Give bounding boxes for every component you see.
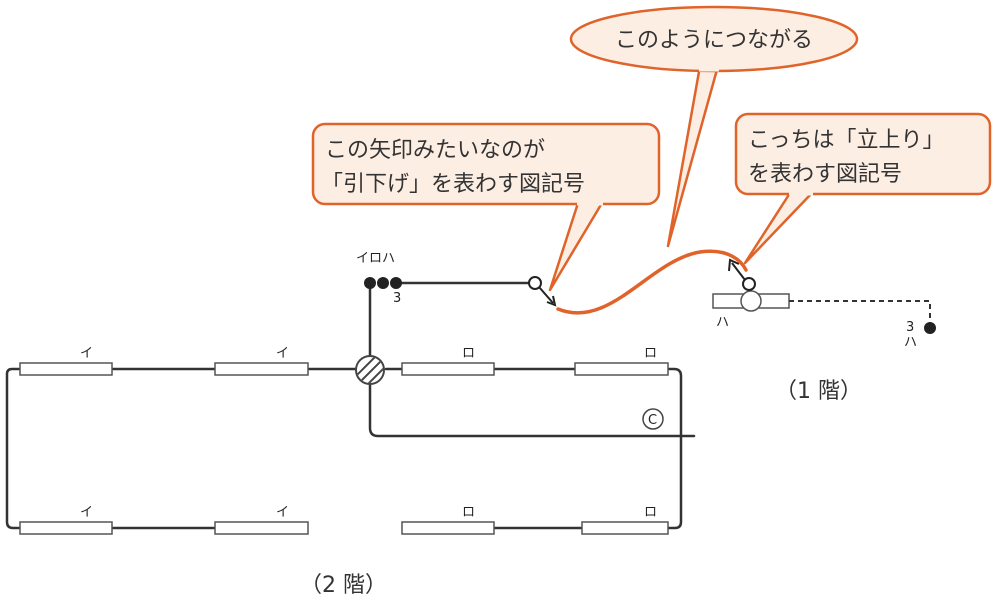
fixture-label-ro: ロ <box>644 346 657 361</box>
fixture-label-ro: ロ <box>644 505 657 520</box>
wire-left-loop <box>5 367 22 530</box>
fixture-label-ro: ロ <box>462 346 475 361</box>
wire-1f-dashed <box>789 300 931 325</box>
fixture-label-i: イ <box>276 346 289 361</box>
light-fixture <box>574 362 669 376</box>
fixture-label-ha: ハ <box>716 315 729 330</box>
callout-connect-text: このようにつながる <box>615 28 813 53</box>
ceiling-light-icon <box>740 290 762 312</box>
switch-icon <box>364 277 376 289</box>
fixture-label-i: イ <box>80 346 93 361</box>
connection-curve <box>556 249 748 315</box>
outlet-c-icon: C <box>642 408 664 430</box>
light-fixture <box>214 521 309 535</box>
light-fixture <box>401 521 495 535</box>
callout-pull-down: この矢印みたいなのが 「引下げ」を表わす図記号 <box>311 122 661 292</box>
wire-down-to-feed <box>368 382 696 438</box>
callout-pull-down-line1: この矢印みたいなのが <box>325 138 545 163</box>
callout-connect: このようにつながる <box>569 5 859 248</box>
light-fixture <box>214 362 309 376</box>
callout-rise-up-line2: を表わす図記号 <box>748 162 902 187</box>
callout-pull-down-line2: 「引下げ」を表わす図記号 <box>321 172 585 197</box>
floor-1-label: （1 階） <box>775 379 862 404</box>
rise-up-symbol-icon <box>728 258 756 291</box>
light-fixture <box>19 521 113 535</box>
callout-rise-up: こっちは「立上り」 を表わす図記号 <box>734 112 992 265</box>
floor-2-label: （2 階） <box>300 573 387 598</box>
fixture-label-i: イ <box>80 505 93 520</box>
switch-count-label: 3 <box>393 291 401 306</box>
switch-icon <box>377 277 389 289</box>
switch-icon <box>924 322 936 334</box>
light-fixture <box>19 362 113 376</box>
callout-rise-up-line1: こっちは「立上り」 <box>748 128 944 153</box>
fixture-label-i: イ <box>276 505 289 520</box>
light-fixture <box>401 362 495 376</box>
wire-right-loop <box>666 367 683 530</box>
switch-icon <box>390 277 402 289</box>
svg-text:C: C <box>648 413 657 428</box>
light-fixture <box>581 521 669 535</box>
switch-group-label: イロハ <box>356 251 395 266</box>
fixture-label-ro: ロ <box>462 505 475 520</box>
switch-count-label: 3 <box>906 320 914 335</box>
pull-down-symbol-icon <box>528 276 557 307</box>
junction-box-icon <box>355 355 385 385</box>
switch-label-ha: ハ <box>904 335 917 350</box>
